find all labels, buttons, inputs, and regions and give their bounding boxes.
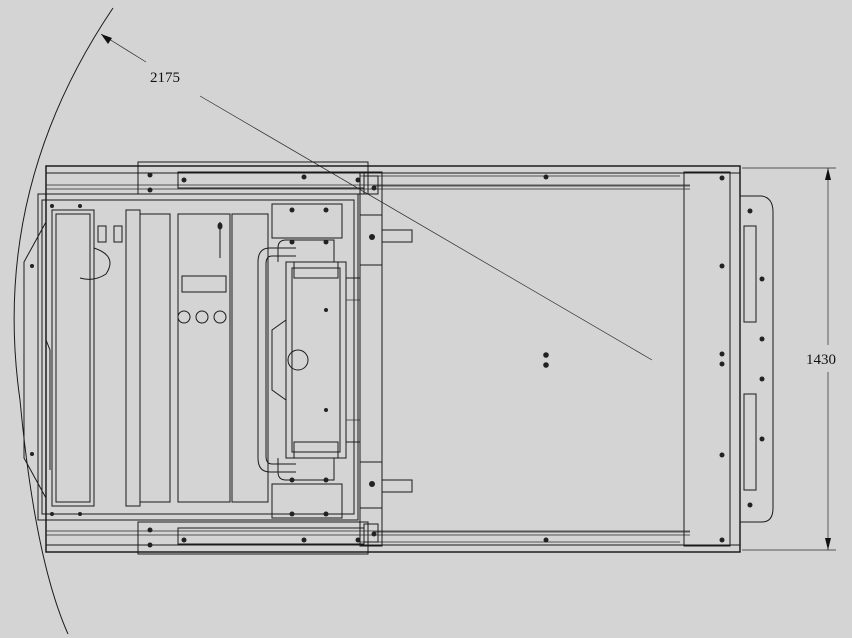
width-dimension-label: 1430 [806, 352, 836, 368]
radius-dimension: 2175 [100, 33, 653, 361]
drive-assembly [271, 239, 361, 481]
radius-dimension-label: 2175 [150, 70, 180, 86]
cross-member [359, 171, 413, 547]
deck-bolts [301, 174, 725, 543]
front-frame [23, 193, 359, 521]
chassis-outline [45, 165, 741, 553]
turning-radius-arc [13, 7, 114, 635]
hinge-brackets [271, 203, 343, 519]
handle-loop [257, 247, 296, 473]
width-dimension: 1430 [742, 167, 836, 551]
bumper-plate [739, 195, 774, 523]
